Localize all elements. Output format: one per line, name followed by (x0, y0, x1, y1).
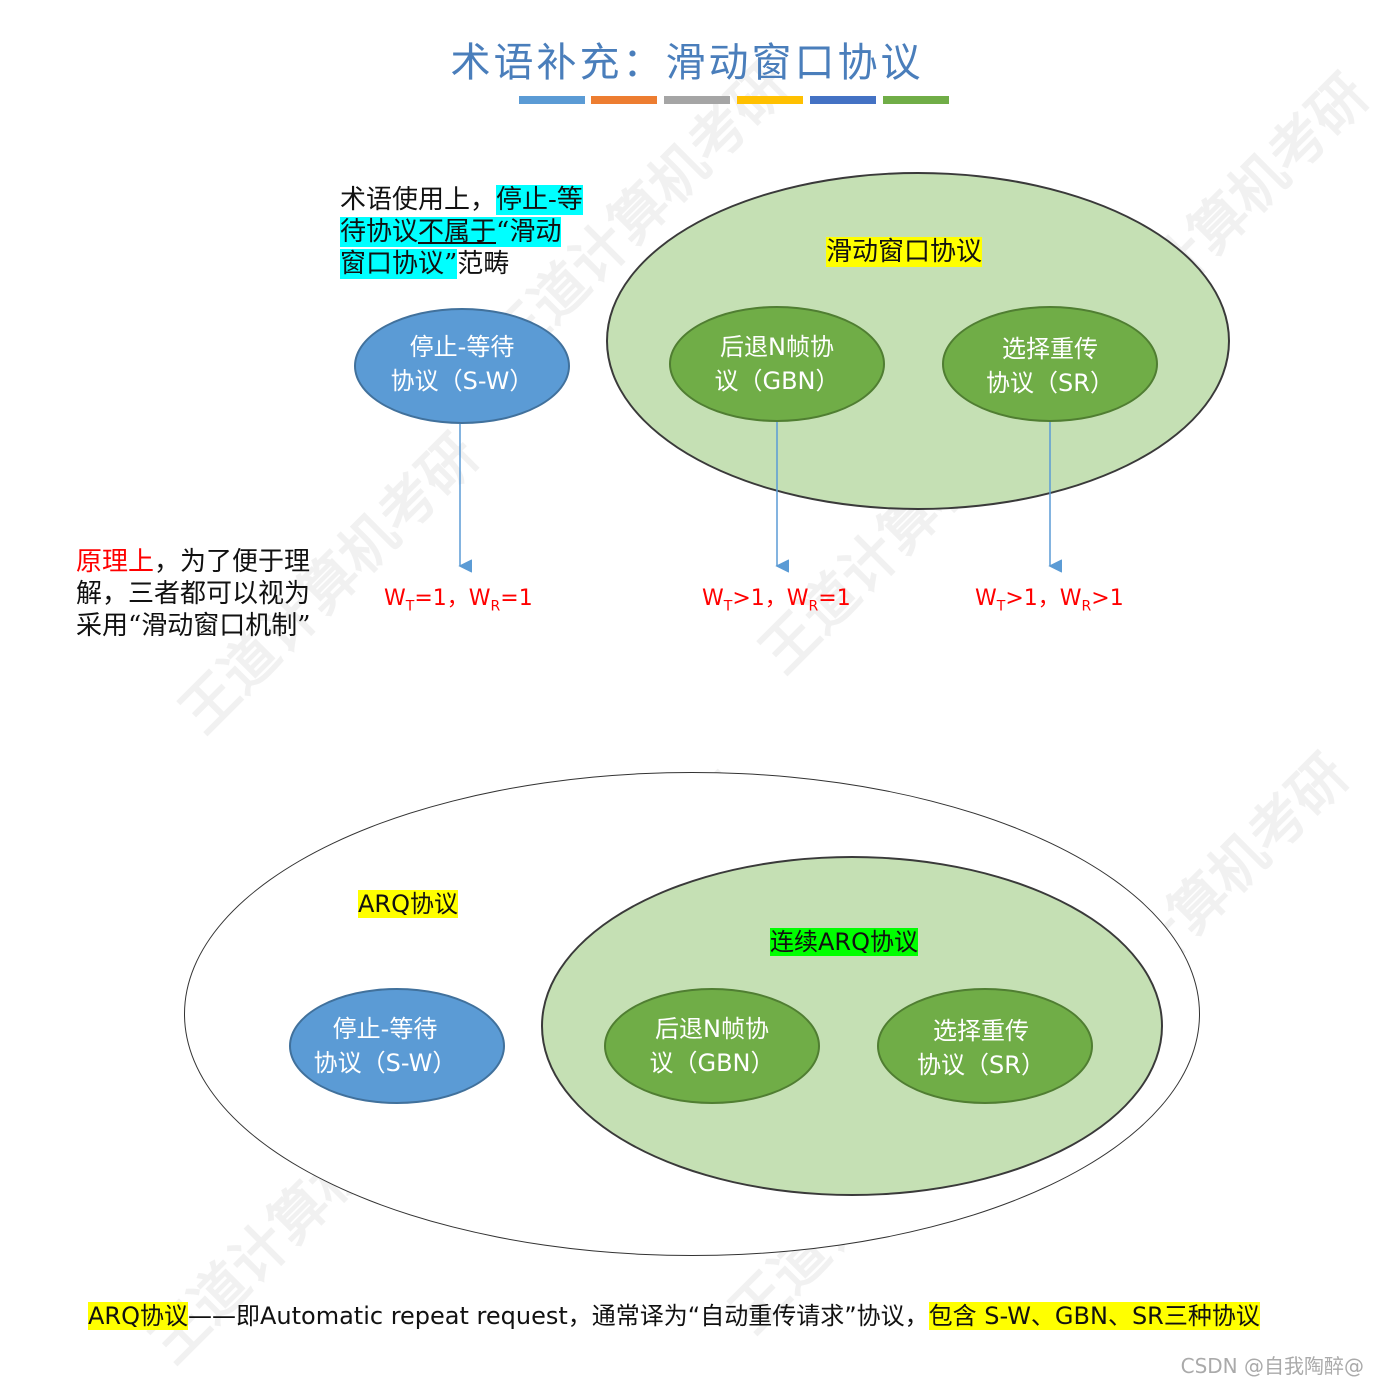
title-bar-4 (737, 96, 803, 104)
sw2-label: 停止-等待 协议（S-W） (277, 1012, 493, 1080)
sliding-window-label-text: 滑动窗口协议 (826, 237, 983, 267)
principle-note-text: 采用“滑动窗口机制” (76, 611, 311, 641)
title-bar-3 (664, 96, 730, 104)
principle-note-text: ，为了便于理 (154, 547, 311, 577)
w-r-sub: R (808, 598, 819, 615)
sw-ellipse (354, 308, 570, 424)
w-r-val: =1 (500, 586, 533, 611)
sw2-label-line1: 停止-等待 (332, 1015, 438, 1043)
sr-label-line1: 选择重传 (1002, 335, 1098, 363)
w-t: W (384, 586, 406, 611)
w-r-sub: R (1081, 598, 1092, 615)
note-highlight: 窗口协议” (340, 249, 458, 279)
w-t-val: >1， (732, 586, 787, 611)
w-r: W (786, 586, 809, 611)
title-bar-5 (810, 96, 876, 104)
w-r-sub: R (490, 598, 501, 615)
terminology-note: 术语使用上，停止-等 待协议不属于“滑动 窗口协议”范畴 (340, 184, 600, 280)
w-r: W (468, 586, 491, 611)
note-highlight: 待协议 (340, 217, 419, 247)
w-t-sub: T (405, 598, 415, 615)
sr2-label-line1: 选择重传 (933, 1017, 1029, 1045)
sr-label-line2: 协议（SR） (986, 369, 1114, 397)
title-bar-2 (591, 96, 657, 104)
gbn-label-line1: 后退N帧协 (720, 333, 834, 361)
w-r-val: >1 (1091, 586, 1124, 611)
w-t-sub: T (996, 598, 1006, 615)
csdn-watermark: CSDN @自我陶醉@ (1180, 1354, 1364, 1378)
note-highlight-underline: 不属于 (418, 217, 497, 247)
note-text: 范畴 (457, 249, 510, 279)
sr2-label-line2: 协议（SR） (917, 1051, 1045, 1079)
title-bar-1 (519, 96, 585, 104)
page-title: 术语补充：滑动窗口协议 (0, 30, 1374, 88)
note-text: 术语使用上， (340, 185, 497, 215)
gbn-label-line2: 议（GBN） (714, 367, 840, 395)
w-r: W (1059, 586, 1082, 611)
gbn2-ellipse (604, 988, 820, 1104)
gbn2-label-line1: 后退N帧协 (655, 1015, 769, 1043)
title-bar-6 (883, 96, 949, 104)
w-t: W (975, 586, 997, 611)
gbn2-label: 后退N帧协 议（GBN） (604, 1012, 820, 1080)
w-t-val: >1， (1005, 586, 1060, 611)
continuous-arq-label-text: 连续ARQ协议 (770, 928, 918, 956)
sw-label: 停止-等待 协议（S-W） (354, 330, 570, 398)
w-t-val: =1， (414, 586, 469, 611)
arq-definition: ARQ协议——即Automatic repeat request，通常译为“自动… (88, 1296, 1260, 1331)
w-t-sub: T (723, 598, 733, 615)
w-r-val: =1 (818, 586, 851, 611)
note-highlight: “滑动 (496, 217, 562, 247)
sr2-label: 选择重传 协议（SR） (873, 1014, 1089, 1082)
sr-label: 选择重传 协议（SR） (942, 332, 1158, 400)
arq-definition-text: ——即Automatic repeat request，通常译为“自动重传请求”… (187, 1302, 929, 1330)
gbn2-label-line2: 议（GBN） (649, 1049, 775, 1077)
window-size-sr: WT>1，WR>1 (975, 580, 1124, 614)
note-highlight: 停止-等 (496, 185, 583, 215)
w-t: W (702, 586, 724, 611)
principle-note-red: 原理上 (76, 547, 155, 577)
arrows (0, 422, 1374, 700)
arq-definition-highlight: 包含 S-W、GBN、SR三种协议 (928, 1302, 1260, 1330)
continuous-arq-label: 连续ARQ协议 (770, 926, 918, 958)
principle-note-text: 解，三者都可以视为 (76, 579, 311, 609)
sw-label-line2: 协议（S-W） (390, 367, 534, 395)
sw-label-line1: 停止-等待 (409, 333, 515, 361)
sr-ellipse (942, 306, 1158, 422)
gbn-ellipse (669, 306, 885, 422)
page-title-text: 术语补充：滑动窗口协议 (450, 40, 924, 86)
principle-note: 原理上，为了便于理 解，三者都可以视为 采用“滑动窗口机制” (76, 546, 356, 642)
sr2-ellipse (877, 988, 1093, 1104)
arq-label: ARQ协议 (358, 888, 458, 920)
sw2-label-line2: 协议（S-W） (313, 1049, 457, 1077)
window-size-gbn: WT>1，WR=1 (702, 580, 851, 614)
arq-label-text: ARQ协议 (358, 890, 458, 918)
arq-definition-term: ARQ协议 (88, 1302, 188, 1330)
sw2-ellipse (289, 988, 505, 1104)
window-size-sw: WT=1，WR=1 (384, 580, 533, 614)
sliding-window-label: 滑动窗口协议 (826, 236, 983, 268)
gbn-label: 后退N帧协 议（GBN） (669, 330, 885, 398)
